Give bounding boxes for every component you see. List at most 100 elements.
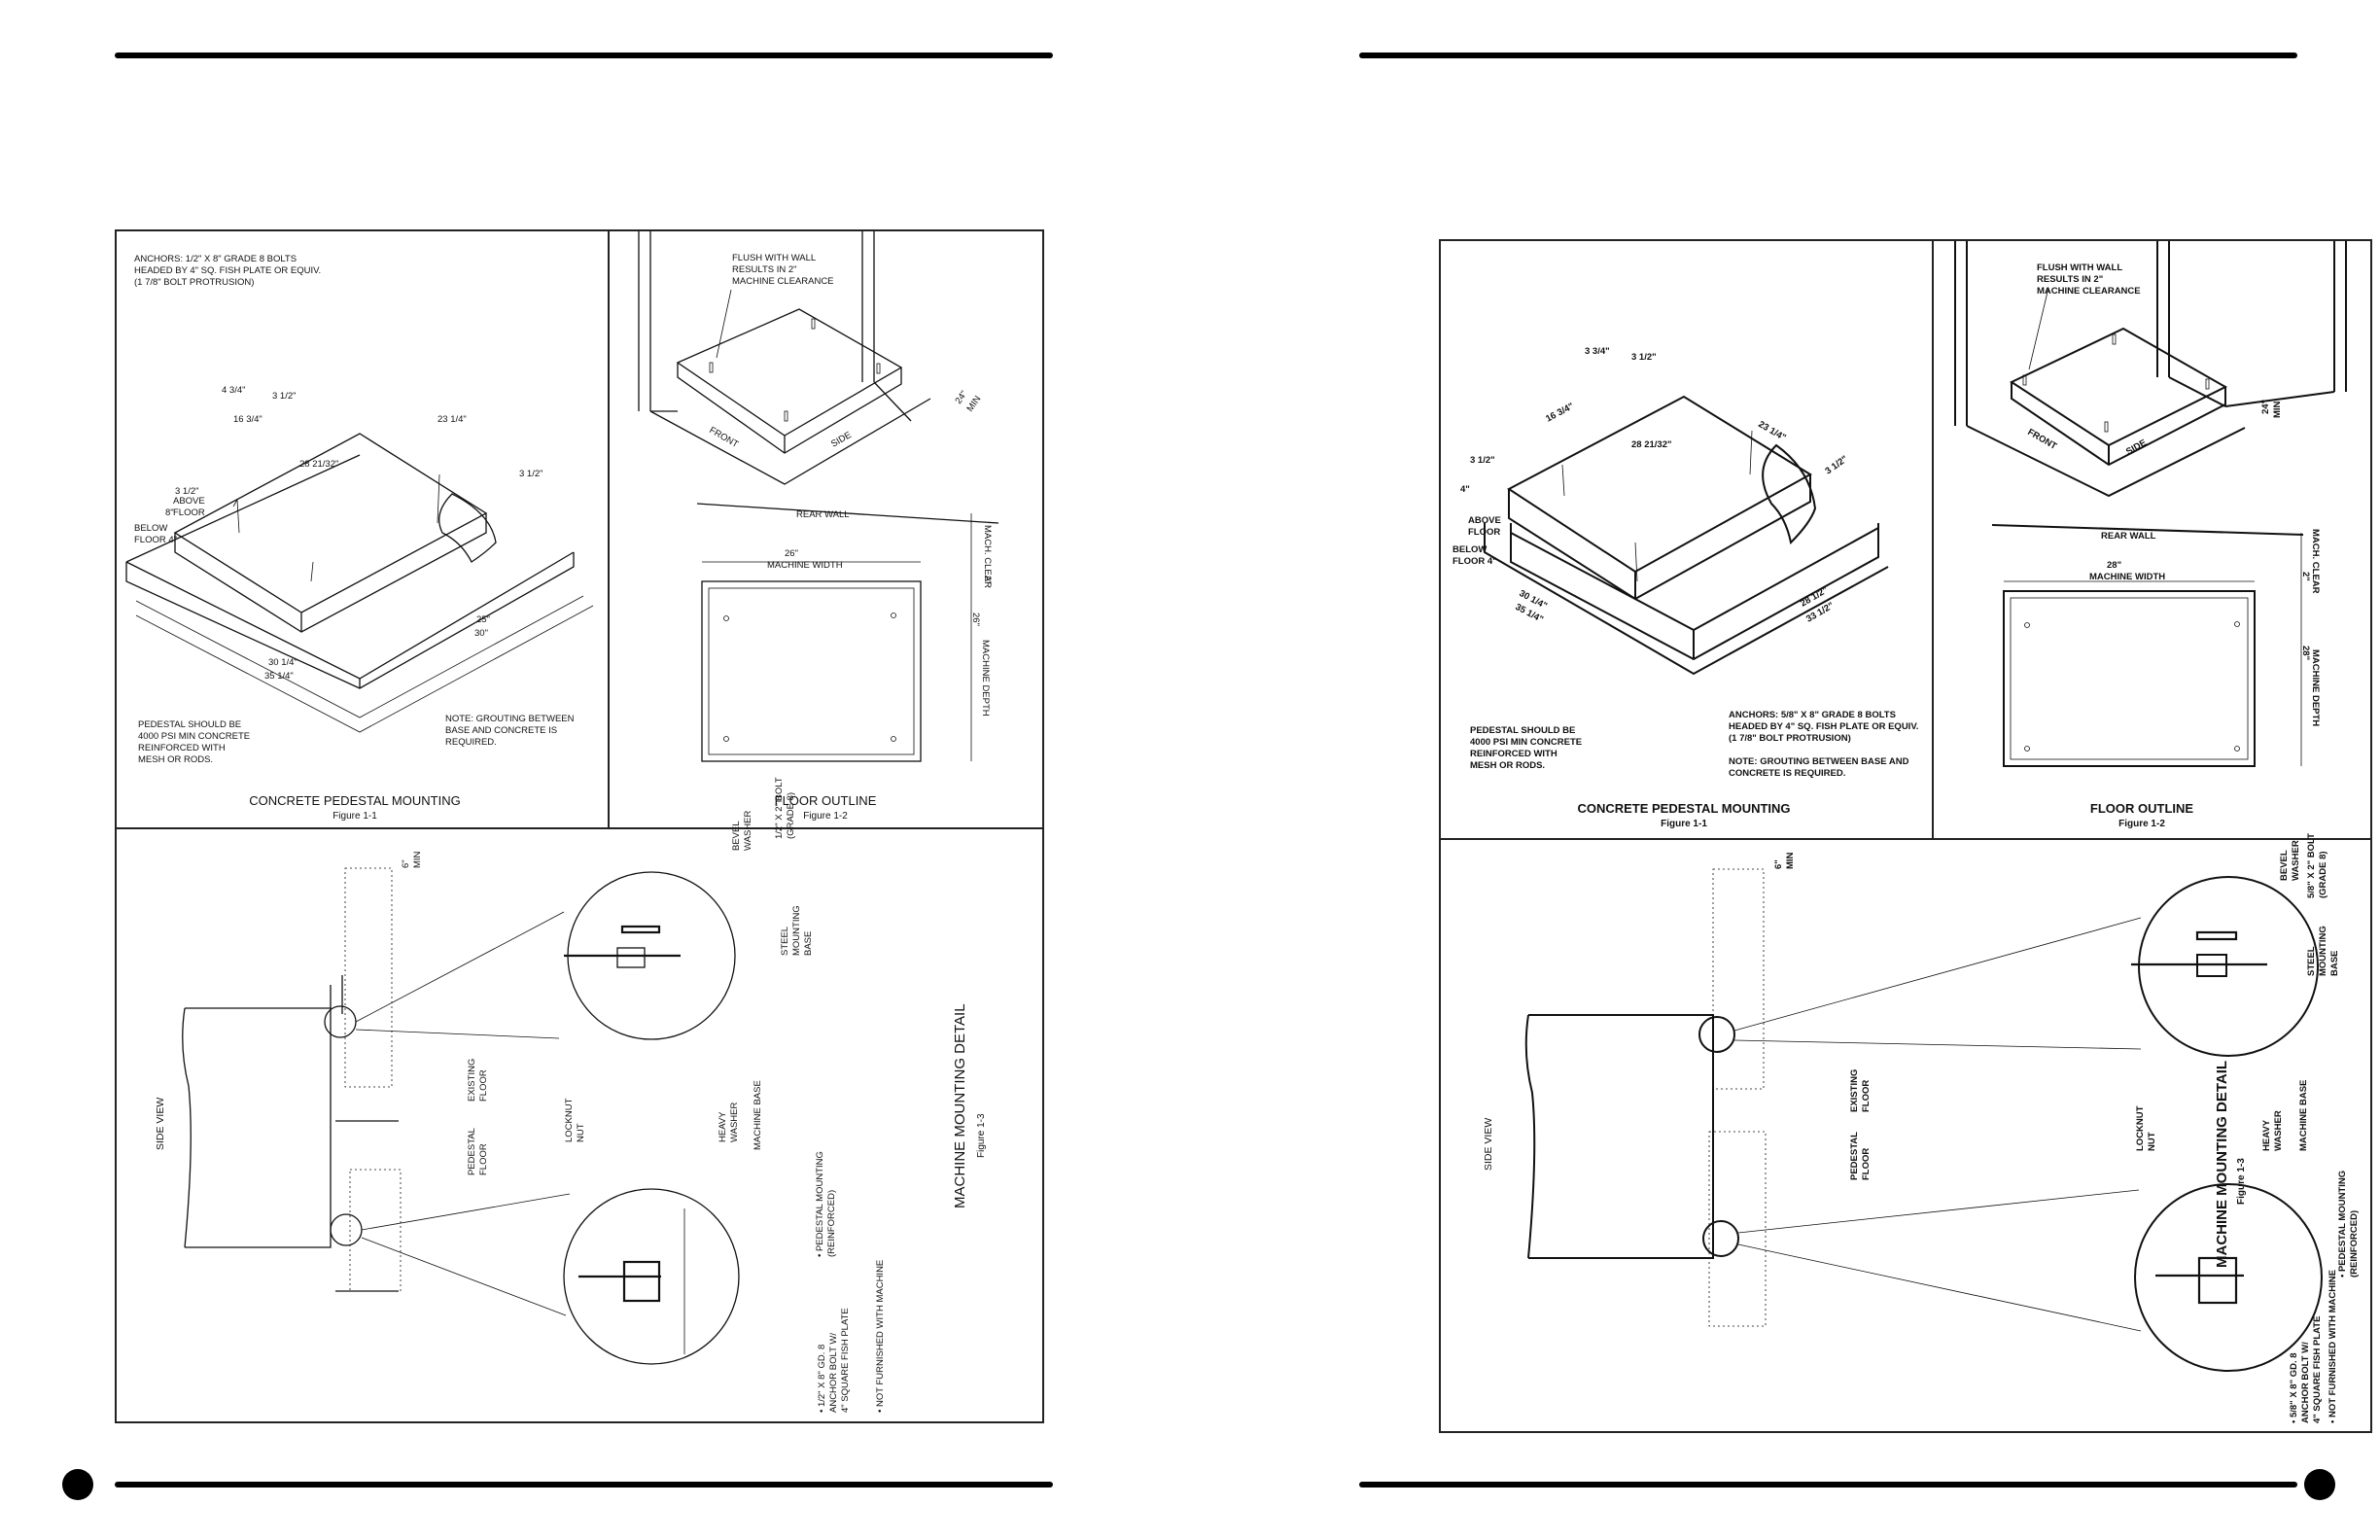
svg-text:WASHER: WASHER <box>743 811 753 851</box>
top-rule <box>1359 52 2297 58</box>
svg-text:(REINFORCED): (REINFORCED) <box>826 1190 837 1257</box>
svg-text:BEVEL: BEVEL <box>2279 850 2290 881</box>
svg-text:8": 8" <box>165 508 174 518</box>
svg-text:BASE AND CONCRETE IS: BASE AND CONCRETE IS <box>445 725 557 736</box>
svg-text:(1 7/8" BOLT PROTRUSION): (1 7/8" BOLT PROTRUSION) <box>134 277 254 288</box>
svg-text:4000 PSI MIN CONCRETE: 4000 PSI MIN CONCRETE <box>1470 737 1582 748</box>
svg-text:FLOOR: FLOOR <box>1468 527 1500 538</box>
svg-text:MACHINE CLEARANCE: MACHINE CLEARANCE <box>2037 286 2141 297</box>
svg-text:3 1/2": 3 1/2" <box>1631 352 1657 363</box>
svg-text:NUT: NUT <box>2147 1132 2157 1151</box>
svg-text:PEDESTAL: PEDESTAL <box>467 1128 477 1175</box>
side-view-machine <box>1524 868 2142 1332</box>
side-label: SIDE <box>2124 438 2149 458</box>
frame-divider-vertical <box>608 229 610 828</box>
fig3-figure-number: Figure 1-3 <box>976 1113 987 1158</box>
fig1-dimensions: 4 3/4" 3 1/2" 16 3/4" 23 1/4" 28 21/32" … <box>134 385 543 682</box>
svg-text:• PEDESTAL MOUNTING: • PEDESTAL MOUNTING <box>2337 1171 2348 1278</box>
svg-text:STEEL: STEEL <box>780 927 790 956</box>
min24-label: 24" <box>2260 400 2271 414</box>
fig1-figure-number: Figure 1-1 <box>1661 819 1707 829</box>
svg-text:NOTE: GROUTING BETWEEN BASE AN: NOTE: GROUTING BETWEEN BASE AND <box>1729 756 1909 767</box>
svg-text:FLOOR 4": FLOOR 4" <box>134 535 177 545</box>
bottom-rule <box>115 1482 1053 1488</box>
svg-text:FLOOR: FLOOR <box>478 1069 489 1102</box>
svg-text:MACHINE CLEARANCE: MACHINE CLEARANCE <box>732 276 834 287</box>
top-rule <box>115 52 1053 58</box>
fig3-caption: MACHINE MOUNTING DETAIL <box>952 1003 968 1208</box>
fig2-caption: FLOOR OUTLINE <box>775 793 877 808</box>
fig3-figure-number: Figure 1-3 <box>2236 1158 2247 1205</box>
figure-1-1: ANCHORS: 1/2" X 8" GRADE 8 BOLTS HEADED … <box>125 254 594 822</box>
svg-text:• NOT FURNISHED WITH MACHINE: • NOT FURNISHED WITH MACHINE <box>875 1260 886 1413</box>
svg-text:MACHINE BASE: MACHINE BASE <box>2298 1080 2309 1151</box>
right-page: 3 3/4" 3 1/2" 16 3/4" 23 1/4" 28 21/32" … <box>1190 0 2380 1540</box>
svg-text:FLOOR: FLOOR <box>173 508 205 518</box>
svg-text:MOUNTING: MOUNTING <box>791 905 802 956</box>
page-marker-dot <box>62 1469 93 1500</box>
svg-text:• 5/8" X 8" GD. 8: • 5/8" X 8" GD. 8 <box>2289 1352 2299 1423</box>
svg-text:ABOVE: ABOVE <box>1468 515 1501 526</box>
figure-1-1: 3 3/4" 3 1/2" 16 3/4" 23 1/4" 28 21/32" … <box>1452 346 1918 829</box>
svg-text:MIN: MIN <box>1785 852 1796 869</box>
svg-text:MACHINE BASE: MACHINE BASE <box>752 1080 763 1150</box>
svg-text:3 1/2": 3 1/2" <box>175 486 199 497</box>
svg-text:RESULTS IN 2": RESULTS IN 2" <box>732 264 797 275</box>
fig2-figure-number: Figure 1-2 <box>2118 819 2165 829</box>
fig1-grout-note: NOTE: GROUTING BETWEEN BASE AND CONCRETE… <box>1729 756 1909 779</box>
svg-text:• PEDESTAL MOUNTING: • PEDESTAL MOUNTING <box>815 1151 825 1257</box>
min24-min: MIN <box>2272 401 2283 418</box>
floor-outline-plan: REAR WALL 26" MACHINE WIDTH MACH. CLEAR … <box>696 503 999 762</box>
svg-text:(GRADE 8): (GRADE 8) <box>786 792 796 839</box>
svg-text:MACHINE WIDTH: MACHINE WIDTH <box>767 560 843 571</box>
svg-text:PEDESTAL SHOULD BE: PEDESTAL SHOULD BE <box>138 719 241 730</box>
pedestal-block <box>1484 395 1889 676</box>
floor-outline-plan: REAR WALL 28" MACHINE WIDTH MACH. CLEAR … <box>1991 524 2321 767</box>
svg-text:ANCHORS: 1/2" X 8" GRADE 8 BOL: ANCHORS: 1/2" X 8" GRADE 8 BOLTS <box>134 254 297 264</box>
svg-text:LOCKNUT: LOCKNUT <box>564 1098 575 1142</box>
svg-text:(REINFORCED): (REINFORCED) <box>2349 1210 2360 1278</box>
svg-text:MIN: MIN <box>412 851 423 868</box>
svg-text:FLOOR: FLOOR <box>1861 1148 1872 1180</box>
svg-text:REINFORCED WITH: REINFORCED WITH <box>138 743 226 753</box>
svg-text:4": 4" <box>1460 484 1470 495</box>
svg-text:4000 PSI MIN CONCRETE: 4000 PSI MIN CONCRETE <box>138 731 250 742</box>
svg-text:(GRADE 8): (GRADE 8) <box>2318 851 2328 898</box>
pedestal-block <box>125 433 594 733</box>
svg-text:4 3/4": 4 3/4" <box>222 385 246 396</box>
svg-text:MACH. CLEAR: MACH. CLEAR <box>982 525 993 588</box>
fig2-figure-number: Figure 1-2 <box>803 811 848 822</box>
svg-text:28": 28" <box>2107 560 2121 571</box>
svg-text:BASE: BASE <box>2329 951 2340 976</box>
svg-text:HEAVY: HEAVY <box>718 1111 728 1142</box>
svg-text:4" SQUARE FISH PLATE: 4" SQUARE FISH PLATE <box>840 1308 851 1413</box>
svg-text:23 1/4": 23 1/4" <box>1757 419 1788 443</box>
wall-corner <box>638 231 931 485</box>
fig1-anchors-note: ANCHORS: 5/8" X 8" GRADE 8 BOLTS HEADED … <box>1729 710 1918 744</box>
svg-text:MACHINE DEPTH: MACHINE DEPTH <box>980 640 991 717</box>
svg-text:35 1/4": 35 1/4" <box>264 671 294 682</box>
svg-text:BELOW: BELOW <box>134 523 167 534</box>
svg-text:FLOOR 4": FLOOR 4" <box>1452 556 1497 567</box>
page-marker-dot <box>2304 1469 2335 1500</box>
fig1-pedestal-note: PEDESTAL SHOULD BE 4000 PSI MIN CONCRETE… <box>138 719 250 765</box>
svg-text:CONCRETE IS REQUIRED.: CONCRETE IS REQUIRED. <box>1729 768 1845 779</box>
left-page: ANCHORS: 1/2" X 8" GRADE 8 BOLTS HEADED … <box>62 52 1053 1500</box>
svg-text:MESH OR RODS.: MESH OR RODS. <box>138 754 213 765</box>
svg-text:PEDESTAL: PEDESTAL <box>1849 1132 1860 1180</box>
svg-text:FLOOR: FLOOR <box>478 1143 489 1175</box>
svg-text:HEAVY: HEAVY <box>2261 1119 2272 1151</box>
svg-text:REINFORCED WITH: REINFORCED WITH <box>1470 749 1558 759</box>
drawing-frame <box>115 229 1044 1423</box>
fig1-figure-number: Figure 1-1 <box>332 811 377 822</box>
svg-text:MOUNTING: MOUNTING <box>2318 926 2328 976</box>
figure-1-3: 6" MIN BEVEL WASHER 5/8" X 2" BOLT (GRAD… <box>1483 833 2360 1423</box>
fig1-grout-note: NOTE: GROUTING BETWEEN BASE AND CONCRETE… <box>445 714 575 748</box>
svg-text:1/2" X 2" BOLT: 1/2" X 2" BOLT <box>774 777 785 839</box>
svg-text:ANCHOR BOLT W/: ANCHOR BOLT W/ <box>2300 1342 2311 1423</box>
svg-text:RESULTS IN 2": RESULTS IN 2" <box>2037 274 2103 285</box>
svg-text:REAR WALL: REAR WALL <box>2101 531 2156 542</box>
svg-text:30 1/4": 30 1/4" <box>268 657 298 668</box>
svg-text:EXISTING: EXISTING <box>467 1059 477 1102</box>
svg-text:LOCKNUT: LOCKNUT <box>2135 1105 2146 1151</box>
